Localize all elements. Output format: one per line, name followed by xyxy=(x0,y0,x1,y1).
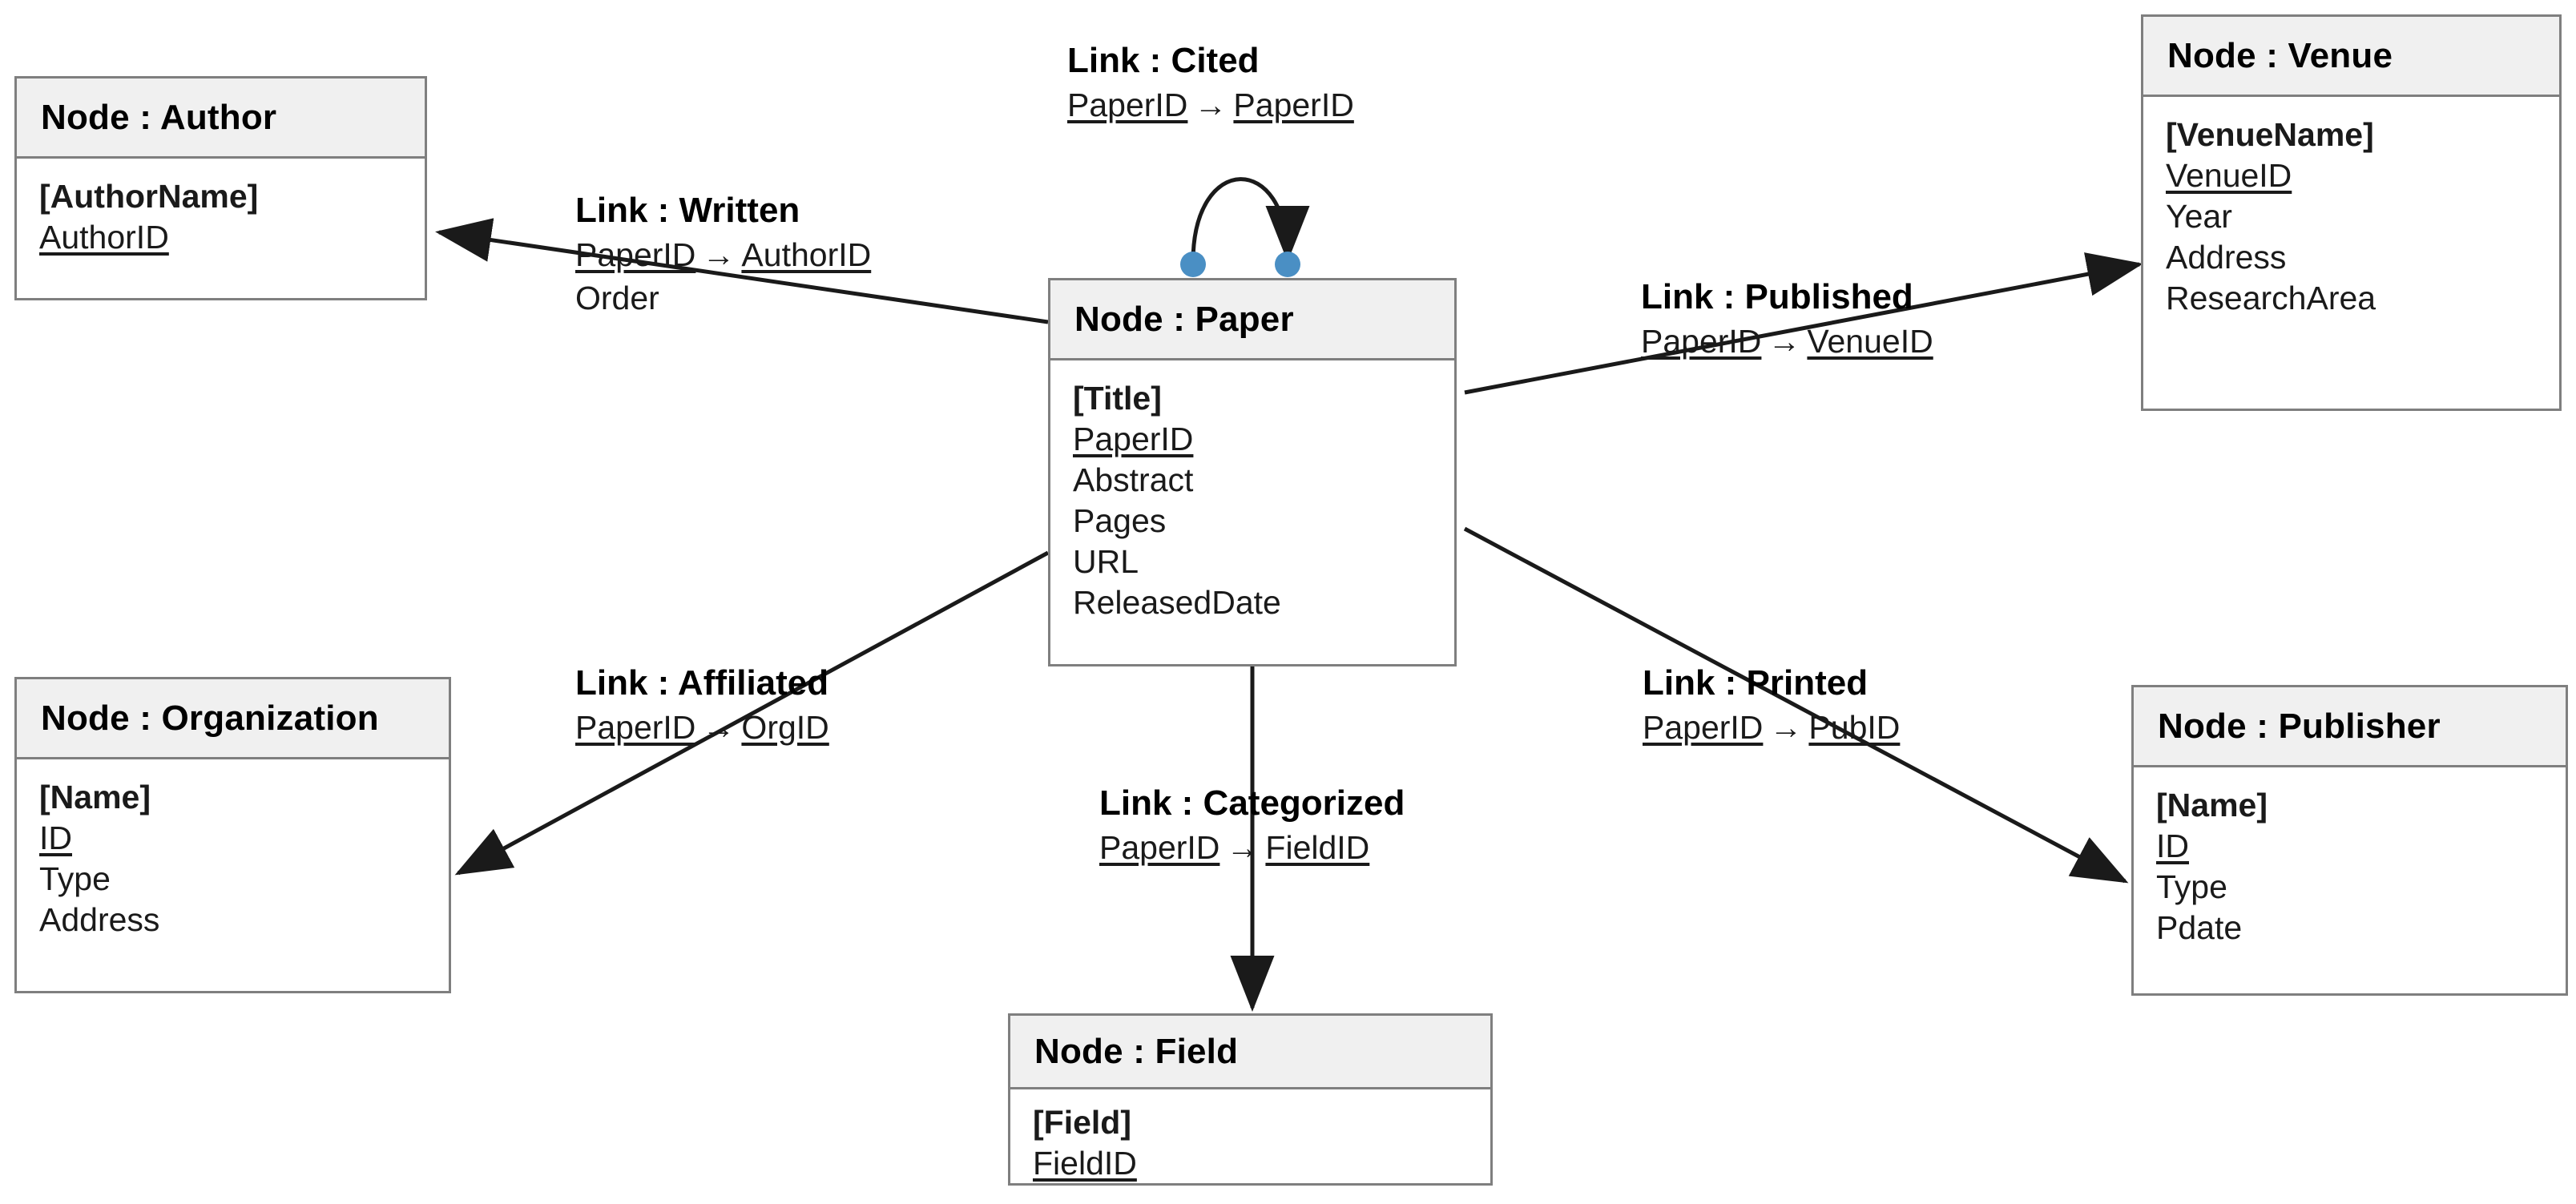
link-label-affiliated[interactable]: Link : Affiliated PaperID→OrgID xyxy=(575,661,829,749)
attribute-paper-abstract: Abstract xyxy=(1073,461,1194,498)
link-printed-source-key: PaperID xyxy=(1643,709,1764,746)
link-written-title: Link : Written xyxy=(575,191,800,230)
link-label-cited[interactable]: Link : Cited PaperID→PaperID xyxy=(1067,38,1354,127)
attribute-venue-year: Year xyxy=(2166,198,2232,235)
link-published-mapping: PaperID→VenueID xyxy=(1641,320,1933,363)
link-label-printed[interactable]: Link : Printed PaperID→PubID xyxy=(1643,661,1900,749)
node-publisher-body: [Name] ID Type Pdate xyxy=(2134,767,2566,948)
attribute-fieldid: FieldID xyxy=(1033,1145,1137,1182)
attribute-authorid: AuthorID xyxy=(39,219,169,256)
link-affiliated-title: Link : Affiliated xyxy=(575,663,829,703)
link-printed-title: Link : Printed xyxy=(1643,663,1869,703)
attribute-venueid: VenueID xyxy=(2166,157,2292,194)
link-cited-arrow-icon: → xyxy=(1194,87,1228,123)
attribute-pub-id: ID xyxy=(2156,827,2189,864)
attribute-venuename: [VenueName] xyxy=(2166,116,2374,153)
link-written-mapping: PaperID→AuthorID xyxy=(575,233,871,276)
node-organization-header: Node : Organization xyxy=(17,679,449,759)
link-cited-title: Link : Cited xyxy=(1067,41,1260,80)
attribute-org-address: Address xyxy=(39,901,160,938)
node-author-title: Node : Author xyxy=(41,97,277,137)
attribute-authorname: [AuthorName] xyxy=(39,178,259,215)
attribute-paperid: PaperID xyxy=(1073,421,1194,457)
attribute-paper-title: [Title] xyxy=(1073,380,1162,417)
attribute-org-name: [Name] xyxy=(39,779,151,815)
edge-cited-target-dot xyxy=(1275,252,1300,277)
link-cited-mapping: PaperID→PaperID xyxy=(1067,83,1354,127)
link-written-source-key: PaperID xyxy=(575,236,696,273)
node-author[interactable]: Node : Author [AuthorName] AuthorID xyxy=(14,76,427,300)
link-published-arrow-icon: → xyxy=(1768,323,1801,360)
attribute-venue-researcharea: ResearchArea xyxy=(2166,280,2376,316)
link-written-extra-attribute: Order xyxy=(575,280,659,316)
link-categorized-title: Link : Categorized xyxy=(1099,783,1405,823)
node-venue-header: Node : Venue xyxy=(2143,17,2559,97)
node-organization-title: Node : Organization xyxy=(41,698,379,738)
node-field-header: Node : Field xyxy=(1010,1016,1490,1089)
attribute-paper-url: URL xyxy=(1073,543,1139,580)
node-paper[interactable]: Node : Paper [Title] PaperID Abstract Pa… xyxy=(1048,278,1457,666)
link-published-title: Link : Published xyxy=(1641,277,1913,316)
link-published-target-key: VenueID xyxy=(1807,323,1933,360)
link-categorized-target-key: FieldID xyxy=(1265,829,1370,866)
node-field-body: [Field] FieldID xyxy=(1010,1089,1490,1184)
node-publisher[interactable]: Node : Publisher [Name] ID Type Pdate xyxy=(2131,685,2568,996)
attribute-venue-address: Address xyxy=(2166,239,2287,276)
node-paper-header: Node : Paper xyxy=(1050,280,1454,360)
edge-cited xyxy=(1191,177,1310,263)
node-organization[interactable]: Node : Organization [Name] ID Type Addre… xyxy=(14,677,451,993)
attribute-org-type: Type xyxy=(39,860,111,897)
link-label-published[interactable]: Link : Published PaperID→VenueID xyxy=(1641,275,1933,363)
link-written-target-key: AuthorID xyxy=(741,236,872,273)
node-field-title: Node : Field xyxy=(1034,1031,1239,1071)
link-cited-source-key: PaperID xyxy=(1067,87,1188,123)
attribute-pub-name: [Name] xyxy=(2156,787,2268,823)
link-published-source-key: PaperID xyxy=(1641,323,1762,360)
attribute-paper-pages: Pages xyxy=(1073,502,1167,539)
attribute-field-name: [Field] xyxy=(1033,1104,1131,1141)
link-affiliated-arrow-icon: → xyxy=(702,709,736,746)
node-publisher-header: Node : Publisher xyxy=(2134,687,2566,767)
node-venue[interactable]: Node : Venue [VenueName] VenueID Year Ad… xyxy=(2141,14,2562,411)
link-label-categorized[interactable]: Link : Categorized PaperID→FieldID xyxy=(1099,781,1405,869)
node-organization-body: [Name] ID Type Address xyxy=(17,759,449,940)
link-affiliated-source-key: PaperID xyxy=(575,709,696,746)
link-written-arrow-icon: → xyxy=(702,236,736,273)
link-categorized-mapping: PaperID→FieldID xyxy=(1099,826,1405,869)
link-printed-target-key: PubID xyxy=(1808,709,1901,746)
link-affiliated-mapping: PaperID→OrgID xyxy=(575,706,829,749)
link-affiliated-target-key: OrgID xyxy=(741,709,829,746)
node-author-body: [AuthorName] AuthorID xyxy=(17,159,425,258)
link-label-written[interactable]: Link : Written PaperID→AuthorID Order xyxy=(575,188,871,320)
attribute-pub-pdate: Pdate xyxy=(2156,909,2243,946)
node-venue-title: Node : Venue xyxy=(2167,35,2393,75)
attribute-org-id: ID xyxy=(39,819,72,856)
node-author-header: Node : Author xyxy=(17,79,425,159)
link-printed-arrow-icon: → xyxy=(1769,709,1803,746)
link-printed-mapping: PaperID→PubID xyxy=(1643,706,1900,749)
node-paper-body: [Title] PaperID Abstract Pages URL Relea… xyxy=(1050,360,1454,623)
link-cited-target-key: PaperID xyxy=(1233,87,1354,123)
attribute-paper-releaseddate: ReleasedDate xyxy=(1073,584,1281,621)
node-field[interactable]: Node : Field [Field] FieldID xyxy=(1008,1013,1493,1186)
link-categorized-arrow-icon: → xyxy=(1226,829,1260,866)
node-paper-title: Node : Paper xyxy=(1074,299,1294,339)
link-categorized-source-key: PaperID xyxy=(1099,829,1220,866)
node-venue-body: [VenueName] VenueID Year Address Researc… xyxy=(2143,97,2559,319)
edge-cited-source-dot xyxy=(1180,252,1206,277)
node-publisher-title: Node : Publisher xyxy=(2158,706,2441,746)
attribute-pub-type: Type xyxy=(2156,868,2227,905)
